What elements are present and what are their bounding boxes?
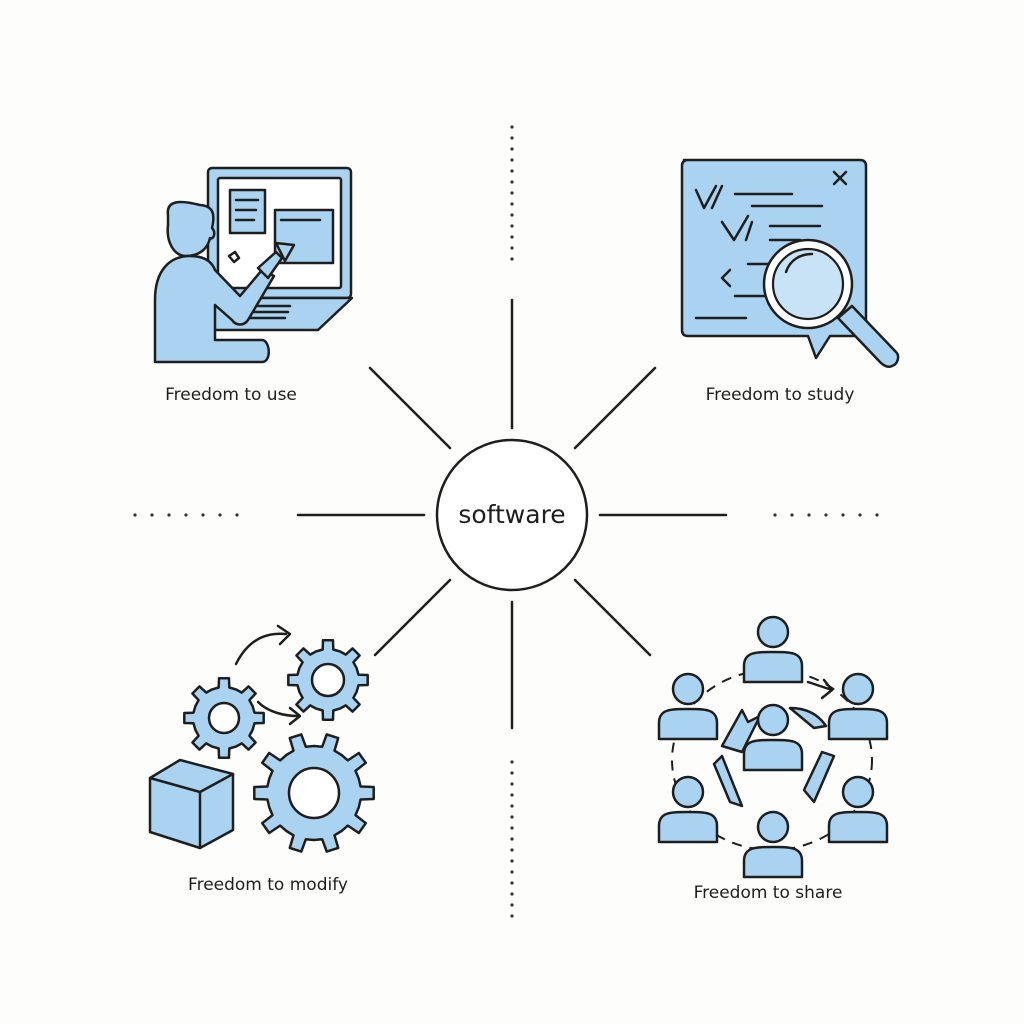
hub-circle	[435, 438, 589, 592]
spoke-top-left	[368, 366, 452, 450]
person-icon	[657, 775, 719, 844]
freedom-label-use: Freedom to use	[165, 385, 297, 405]
freedom-label-modify: Freedom to modify	[188, 875, 348, 895]
spoke-bottom-left	[373, 578, 452, 657]
freedom-label-share: Freedom to share	[694, 883, 843, 903]
hub-label: software	[458, 500, 565, 529]
freedom-label-study: Freedom to study	[706, 385, 855, 405]
person-icon	[742, 810, 804, 879]
person-icon	[827, 775, 889, 844]
person-icon	[827, 672, 889, 741]
quadrant-dividers	[133, 125, 879, 918]
gears-and-box-icon	[148, 624, 375, 853]
software-hub: software	[435, 438, 589, 592]
person-icon	[742, 615, 804, 684]
spoke-bottom-right	[573, 578, 652, 657]
people-network-icon	[657, 615, 889, 879]
person-icon	[742, 703, 804, 772]
hub-spokes	[296, 298, 728, 730]
code-magnifier-icon	[680, 158, 900, 369]
person-at-laptop-icon	[153, 166, 354, 364]
person-icon	[657, 672, 719, 741]
spoke-top-right	[573, 366, 657, 450]
